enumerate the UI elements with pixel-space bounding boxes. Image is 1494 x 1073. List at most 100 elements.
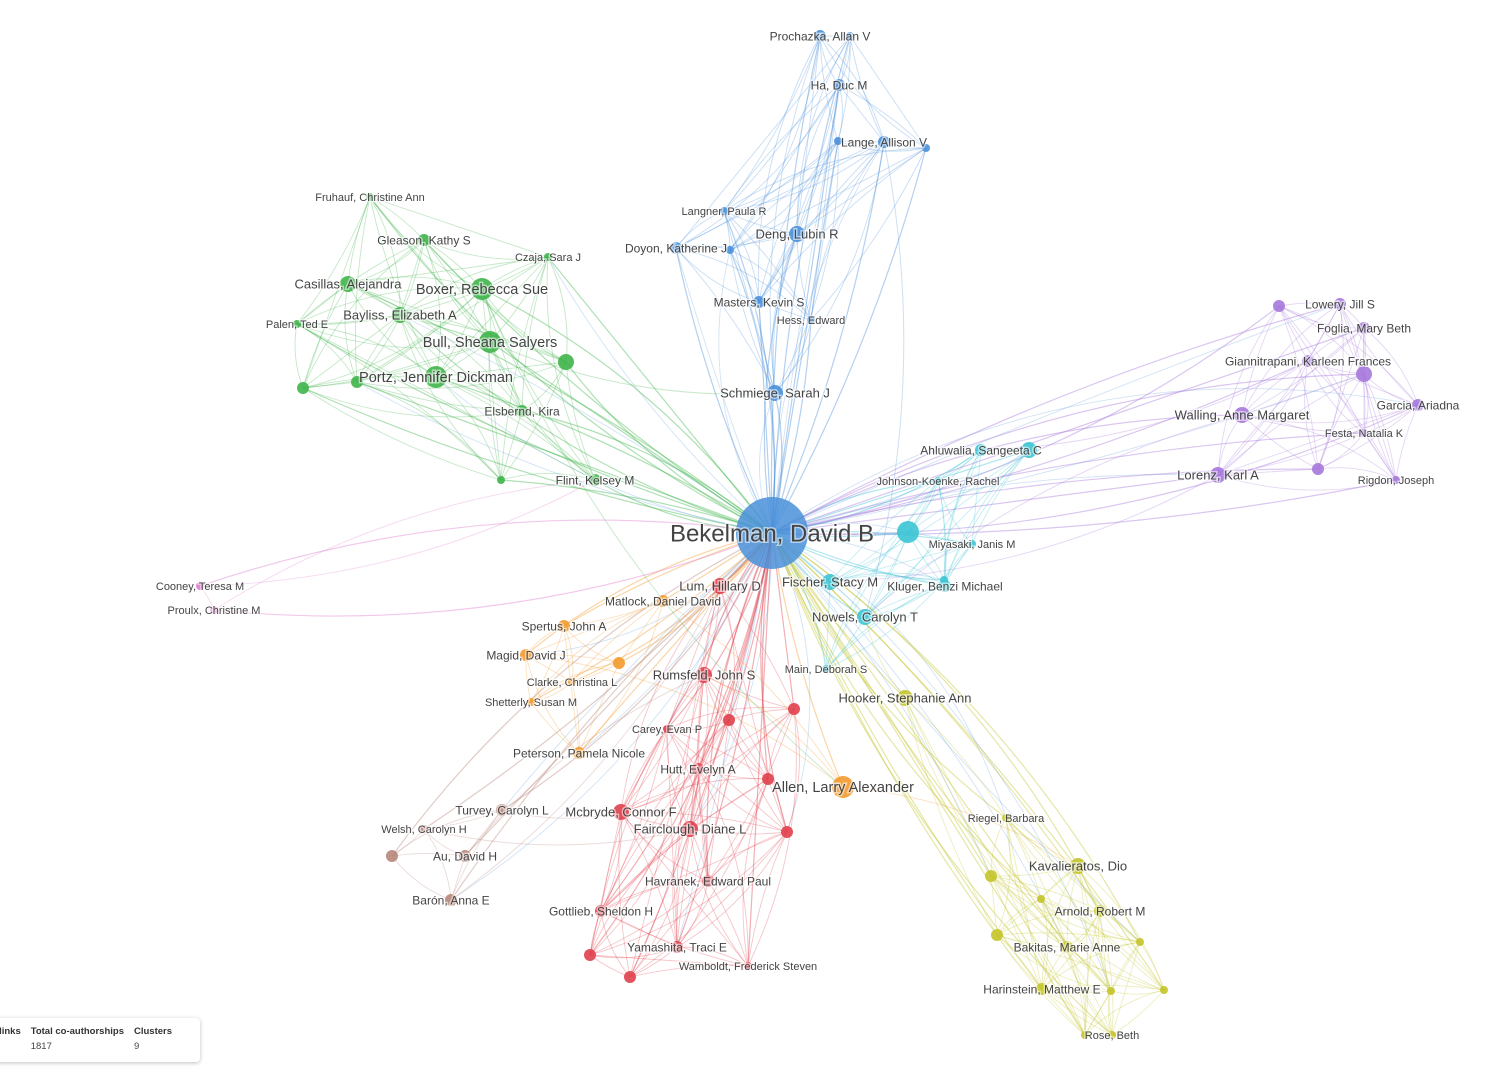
author-label-kavalieratos[interactable]: Kavalieratos, Dio xyxy=(1027,857,1128,875)
author-node-carey[interactable] xyxy=(663,725,671,733)
author-label-arnold[interactable]: Arnold, Robert M xyxy=(1053,903,1147,920)
author-label-schmiege[interactable]: Schmiege, Sarah J xyxy=(719,384,832,402)
author-node-arnold[interactable] xyxy=(1094,905,1106,917)
author-label-bull[interactable]: Bull, Sheana Salyers xyxy=(421,334,559,353)
author-node-welsh[interactable] xyxy=(420,825,428,833)
author-node-bayliss[interactable] xyxy=(392,307,408,323)
author-label-ahluwalia[interactable]: Ahluwalia, Sangeeta C xyxy=(919,442,1044,459)
author-label-proulx[interactable]: Proulx, Christine M xyxy=(166,603,262,618)
author-node-u24[interactable] xyxy=(1136,938,1144,946)
author-node-lum[interactable] xyxy=(712,578,728,594)
author-label-masters[interactable]: Masters, Kevin S xyxy=(712,294,806,311)
author-label-welsh[interactable]: Welsh, Carolyn H xyxy=(380,822,468,837)
author-label-johnson[interactable]: Johnson-Koenke, Rachel xyxy=(875,474,1001,489)
author-node-spertus[interactable] xyxy=(558,620,570,632)
author-node-flint[interactable] xyxy=(589,474,601,486)
author-node-fairclough[interactable] xyxy=(682,821,698,837)
author-label-giannitrapani[interactable]: Giannitrapani, Karleen Frances xyxy=(1223,353,1392,370)
author-node-u2[interactable] xyxy=(922,144,930,152)
author-label-clarke[interactable]: Clarke, Christina L xyxy=(525,675,618,690)
author-node-fischer[interactable] xyxy=(822,574,838,590)
author-node-magid[interactable] xyxy=(520,649,532,661)
author-label-foglia[interactable]: Foglia, Mary Beth xyxy=(1315,320,1412,337)
author-label-harinstein[interactable]: Harinstein, Matthew E xyxy=(982,981,1102,998)
author-node-u14[interactable] xyxy=(613,657,625,669)
author-node-rumsfeld[interactable] xyxy=(696,667,712,683)
author-label-prochazka[interactable]: Prochazka, Allan V xyxy=(768,28,872,45)
author-label-lorenz[interactable]: Lorenz, Karl A xyxy=(1176,466,1261,484)
author-node-peterson[interactable] xyxy=(573,747,585,759)
author-node-casillas[interactable] xyxy=(340,276,356,292)
author-label-au[interactable]: Au, David H xyxy=(431,848,498,865)
author-label-matlock[interactable]: Matlock, Daniel David xyxy=(603,593,722,610)
author-node-walling[interactable] xyxy=(1234,407,1250,423)
author-label-ha[interactable]: Ha, Duc M xyxy=(809,77,869,94)
author-node-elsbernd[interactable] xyxy=(516,405,528,417)
author-label-boxer[interactable]: Boxer, Rebecca Sue xyxy=(414,281,549,300)
author-node-bull[interactable] xyxy=(479,331,501,353)
author-label-kluger[interactable]: Kluger, Benzi Michael xyxy=(886,578,1004,595)
author-label-nowels[interactable]: Nowels, Carolyn T xyxy=(811,608,920,626)
author-label-doyon[interactable]: Doyon, Katherine J xyxy=(623,240,728,257)
author-node-u4[interactable] xyxy=(558,354,574,370)
author-label-walling[interactable]: Walling, Anne Margaret xyxy=(1173,406,1311,424)
author-label-langner[interactable]: Langner, Paula R xyxy=(680,204,768,219)
author-node-hutt[interactable] xyxy=(692,763,704,775)
author-label-spertus[interactable]: Spertus, John A xyxy=(520,618,608,635)
author-node-kavalieratos[interactable] xyxy=(1070,858,1086,874)
author-label-gottlieb[interactable]: Gottlieb, Sheldon H xyxy=(547,903,654,920)
author-node-clarke[interactable] xyxy=(568,678,576,686)
author-node-nowels[interactable] xyxy=(857,609,873,625)
author-label-portz[interactable]: Portz, Jennifer Dickman xyxy=(358,369,515,388)
author-label-main[interactable]: Main, Deborah S xyxy=(783,662,869,677)
author-node-yamashita[interactable] xyxy=(671,941,683,953)
author-node-matlock[interactable] xyxy=(657,595,669,607)
author-label-elsbernd[interactable]: Elsbernd, Kira xyxy=(483,403,562,420)
author-node-rigdon[interactable] xyxy=(1392,476,1400,484)
author-node-bakitas[interactable] xyxy=(1061,941,1073,953)
author-label-gleason[interactable]: Gleason, Kathy S xyxy=(376,232,472,249)
author-label-riegel[interactable]: Riegel, Barbara xyxy=(966,811,1046,826)
author-node-bekelman[interactable] xyxy=(736,497,808,569)
author-node-proulx[interactable] xyxy=(210,606,218,614)
author-label-cooney[interactable]: Cooney, Teresa M xyxy=(154,579,245,594)
author-node-wamboldt[interactable] xyxy=(744,962,752,970)
author-node-u16[interactable] xyxy=(788,703,800,715)
author-node-lorenz[interactable] xyxy=(1210,467,1226,483)
author-node-main[interactable] xyxy=(822,665,830,673)
author-node-u3[interactable] xyxy=(726,246,734,254)
author-label-bayliss[interactable]: Bayliss, Elizabeth A xyxy=(342,306,459,324)
author-node-ahluwalia[interactable] xyxy=(975,444,987,456)
author-label-hooker[interactable]: Hooker, Stephanie Ann xyxy=(837,689,973,707)
author-node-u17[interactable] xyxy=(762,773,774,785)
author-label-bekelman[interactable]: Bekelman, David B xyxy=(668,519,875,549)
author-label-hess[interactable]: Hess, Edward xyxy=(775,313,846,328)
author-node-cooney[interactable] xyxy=(196,582,204,590)
author-node-u8[interactable] xyxy=(1273,300,1285,312)
author-label-magid[interactable]: Magid, David J xyxy=(485,647,567,664)
author-label-fruhauf[interactable]: Fruhauf, Christine Ann xyxy=(314,190,426,205)
author-label-festa[interactable]: Festa, Natalia K xyxy=(1323,426,1405,441)
author-label-miyasaki[interactable]: Miyasaki, Janis M xyxy=(927,537,1017,552)
author-label-yamashita[interactable]: Yamashita, Traci E xyxy=(626,939,729,956)
author-node-u1[interactable] xyxy=(834,137,842,145)
author-node-gleason[interactable] xyxy=(418,234,430,246)
author-node-baron[interactable] xyxy=(445,894,457,906)
author-node-czaja[interactable] xyxy=(544,253,552,261)
author-label-wamboldt[interactable]: Wamboldt, Frederick Steven xyxy=(677,959,818,974)
author-node-u22[interactable] xyxy=(991,929,1003,941)
author-node-rose[interactable] xyxy=(1108,1031,1116,1039)
author-node-fruhauf[interactable] xyxy=(366,193,374,201)
author-label-bakitas[interactable]: Bakitas, Marie Anne xyxy=(1012,939,1122,956)
author-node-deng[interactable] xyxy=(789,226,805,242)
author-node-u9[interactable] xyxy=(1356,366,1372,382)
author-label-rumsfeld[interactable]: Rumsfeld, John S xyxy=(651,666,757,684)
author-node-u18[interactable] xyxy=(781,826,793,838)
author-node-hess[interactable] xyxy=(807,316,815,324)
author-node-u13[interactable] xyxy=(940,576,948,584)
author-node-boxer[interactable] xyxy=(471,278,493,300)
author-node-au[interactable] xyxy=(459,850,471,862)
author-node-masters[interactable] xyxy=(753,296,765,308)
author-label-casillas[interactable]: Casillas, Alejandra xyxy=(293,275,404,293)
